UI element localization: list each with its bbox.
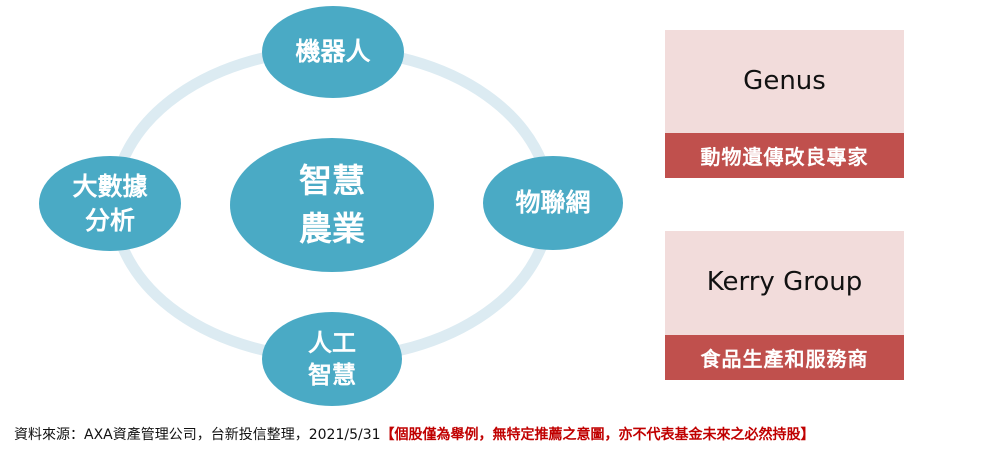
company-card-kerry-group: Kerry Group 食品生產和服務商 bbox=[665, 231, 904, 380]
node-iot-label: 物聯網 bbox=[515, 188, 591, 218]
node-big-data-line2: 分析 bbox=[84, 205, 135, 235]
node-ai-line2: 智慧 bbox=[308, 361, 356, 389]
node-iot: 物聯網 bbox=[483, 156, 623, 250]
node-big-data-line1: 大數據 bbox=[72, 171, 148, 201]
company-card-genus: Genus 動物遺傳改良專家 bbox=[665, 30, 904, 178]
company-name: Kerry Group bbox=[706, 267, 863, 297]
node-center-line2: 農業 bbox=[299, 209, 365, 248]
node-smart-agriculture: 智慧 農業 bbox=[230, 138, 434, 272]
disclaimer-text: 【個股僅為舉例，無特定推薦之意圖，亦不代表基金未來之必然持股】 bbox=[380, 427, 815, 443]
company-name: Genus bbox=[743, 66, 826, 96]
node-robotics: 機器人 bbox=[262, 6, 404, 98]
node-ai: 人工 智慧 bbox=[262, 312, 402, 406]
node-robotics-label: 機器人 bbox=[295, 37, 371, 67]
source-footnote: 資料來源：AXA資產管理公司，台新投信整理，2021/5/31【個股僅為舉例，無… bbox=[14, 424, 815, 444]
source-text: 資料來源：AXA資產管理公司，台新投信整理，2021/5/31 bbox=[14, 427, 381, 443]
node-ai-line1: 人工 bbox=[308, 328, 356, 357]
company-description: 動物遺傳改良專家 bbox=[665, 133, 904, 178]
node-center-line1: 智慧 bbox=[299, 161, 365, 201]
company-description: 食品生產和服務商 bbox=[665, 335, 904, 380]
node-big-data: 大數據 分析 bbox=[39, 156, 181, 251]
